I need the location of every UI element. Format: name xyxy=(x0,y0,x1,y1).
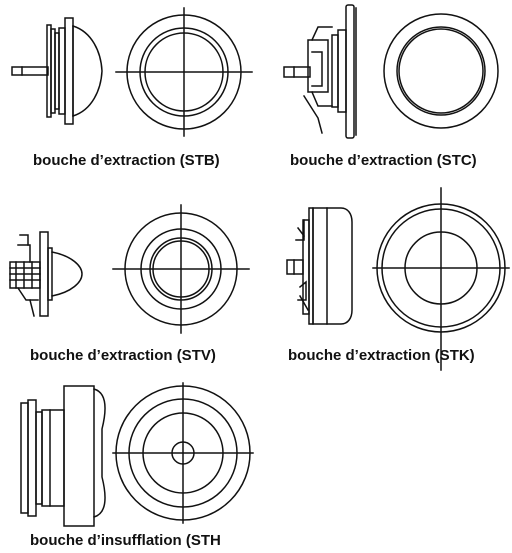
stb-side-view xyxy=(11,17,103,125)
caption-stk: bouche d’extraction (STK) xyxy=(288,347,475,364)
stk-side-view xyxy=(286,207,353,325)
caption-stc: bouche d’extraction (STC) xyxy=(290,152,477,169)
caption-sth: bouche d’insufflation (STH xyxy=(30,532,221,549)
stv-side-view xyxy=(9,231,83,317)
stk-front-view xyxy=(372,187,510,371)
stc-side-view xyxy=(283,4,357,139)
stc-front-view xyxy=(383,13,499,129)
sth-front-view xyxy=(112,382,254,524)
stb-front-view xyxy=(115,7,253,137)
caption-stv: bouche d’extraction (STV) xyxy=(30,347,216,364)
caption-stb: bouche d’extraction (STB) xyxy=(33,152,220,169)
sth-side-view xyxy=(20,385,106,527)
stv-front-view xyxy=(112,204,250,334)
